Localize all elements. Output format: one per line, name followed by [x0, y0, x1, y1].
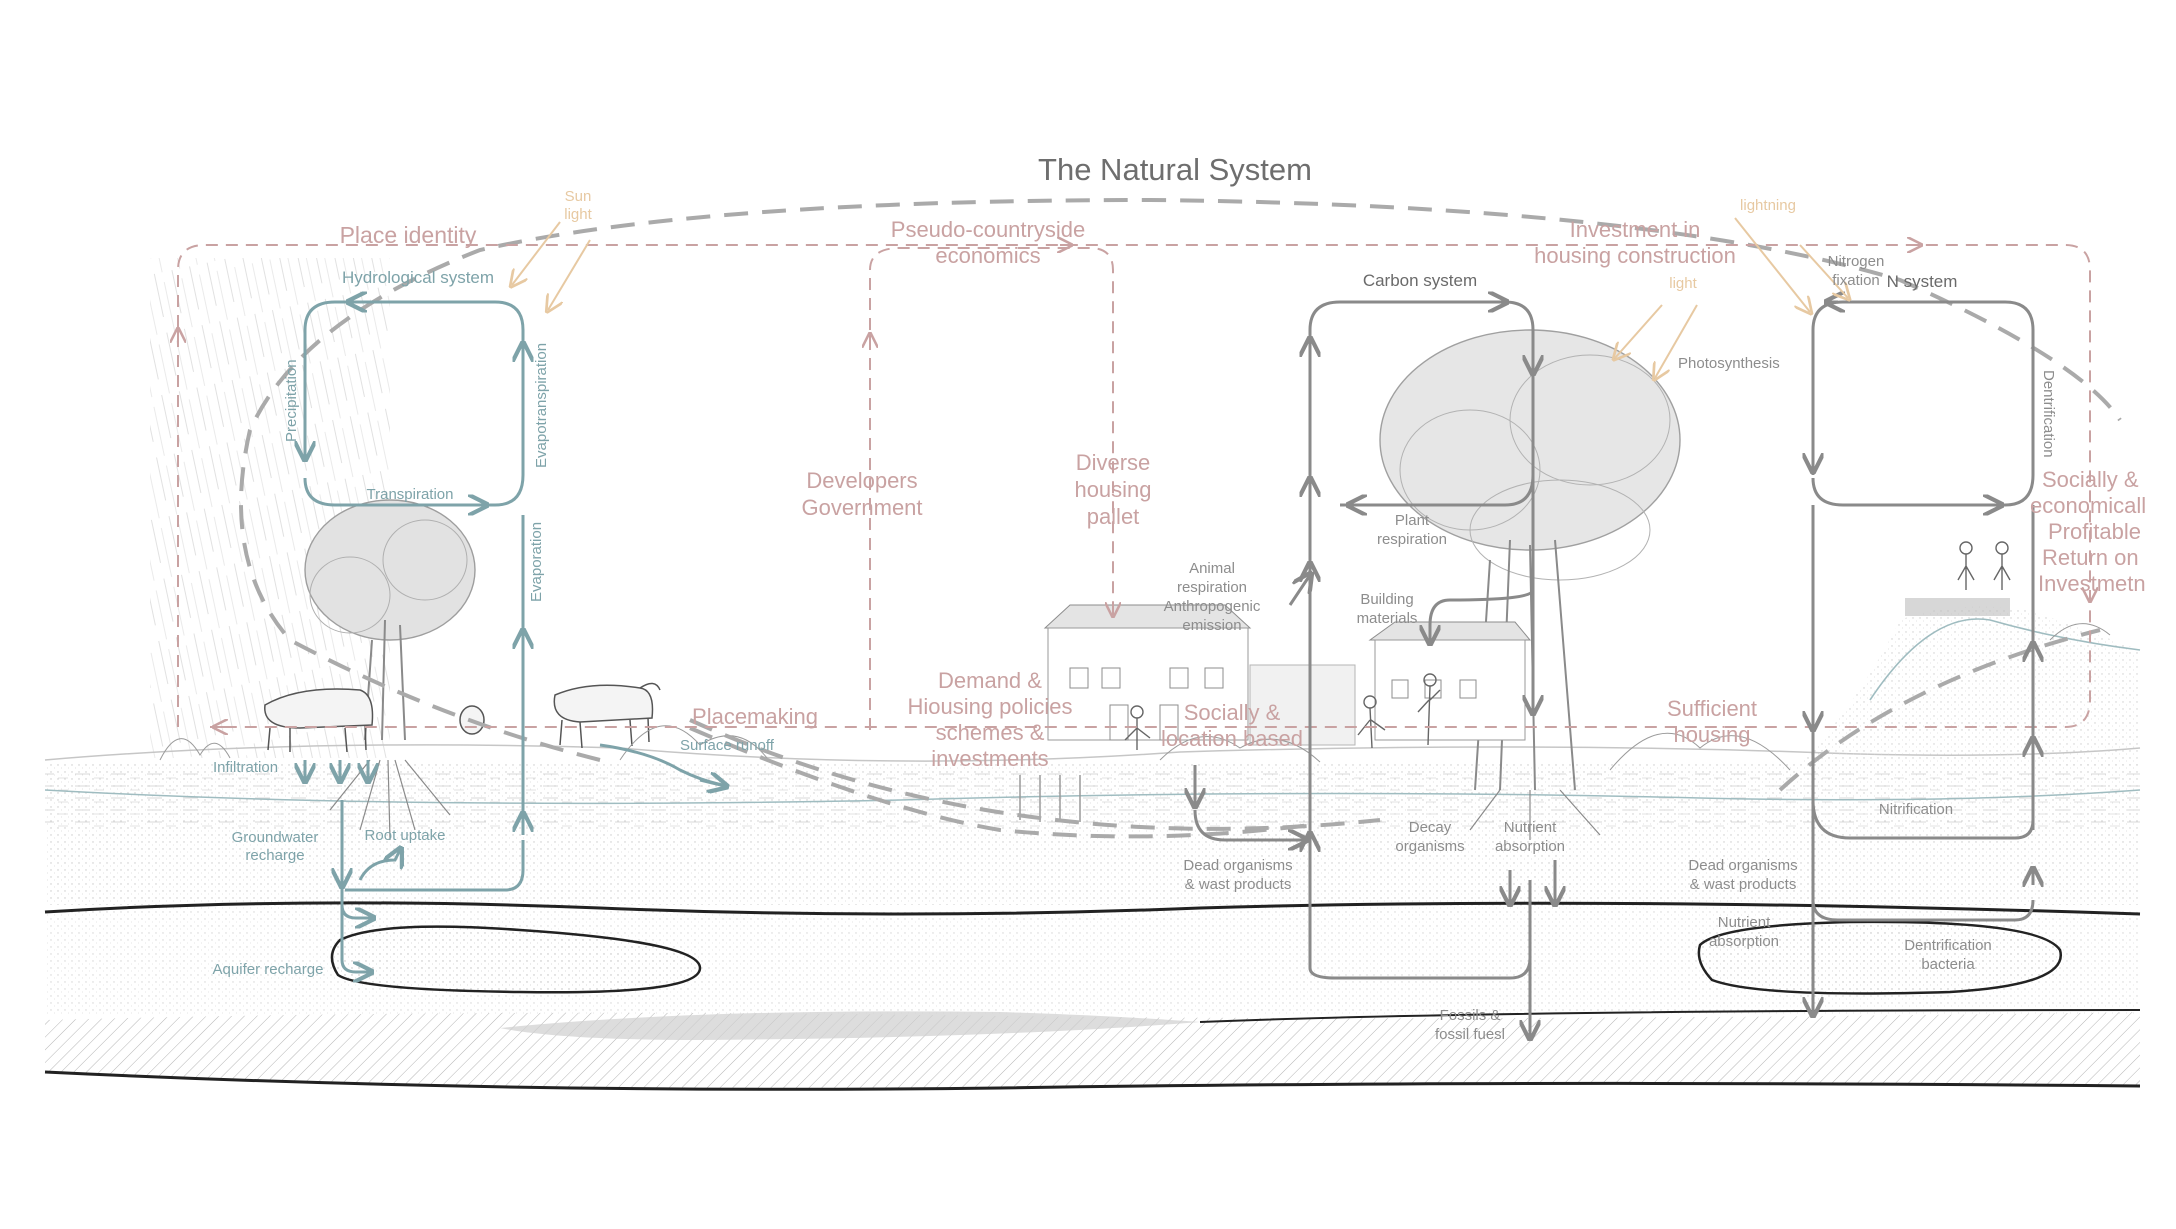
label-anthropogenic: Anthropogenic: [1164, 598, 1261, 615]
label-fossil-fuels: fossil fuesl: [1435, 1026, 1505, 1043]
label-return-4: Return on: [2042, 545, 2139, 570]
economics-loop: [869, 247, 1114, 730]
label-return-2: economicall: [2030, 493, 2146, 518]
label-aquifer-recharge: Aquifer recharge: [213, 961, 324, 978]
fossil-lens: [500, 1011, 1200, 1040]
label-emission: emission: [1182, 617, 1241, 634]
label-return-5: Investmetn: [2038, 571, 2146, 596]
label-surface-runoff: Surface runoff: [680, 737, 775, 754]
n-cycle-loop: [1811, 300, 2035, 507]
label-n-wast-products: & wast products: [1690, 876, 1797, 893]
embankment: [1800, 606, 2140, 765]
label-evapotranspiration: Evapotranspiration: [533, 343, 550, 468]
natural-system-boundary: [239, 197, 2122, 831]
label-return-1: Socially &: [2042, 467, 2139, 492]
socio-economic-loops: [177, 244, 2091, 730]
label-precipitation: Precipitation: [283, 359, 300, 442]
label-fixation: fixation: [1832, 272, 1880, 289]
label-n-dead-organisms: Dead organisms: [1688, 857, 1797, 874]
fence-icon: [1019, 775, 1081, 822]
label-root-uptake: Root uptake: [365, 827, 446, 844]
label-bacteria-1: Dentrification: [1904, 937, 1992, 954]
label-location-based: location based: [1161, 726, 1303, 751]
label-wast-products: & wast products: [1185, 876, 1292, 893]
label-schemes: schemes &: [936, 720, 1045, 745]
label-pseudo-countryside: Pseudo-countryside: [891, 217, 1085, 242]
label-nutrient-absorption: absorption: [1495, 838, 1565, 855]
label-diverse: Diverse: [1076, 450, 1151, 475]
label-housing-construction: housing construction: [1534, 243, 1736, 268]
label-plant: Plant: [1395, 512, 1430, 529]
label-decay: Decay: [1409, 819, 1452, 836]
houses-icon: [1043, 604, 1532, 746]
label-n-nutrient-absorption: absorption: [1709, 933, 1779, 950]
label-n-nutrient: Nutrient: [1718, 914, 1771, 931]
label-economics: economics: [935, 243, 1040, 268]
hydro-cycle-loop: [303, 300, 525, 507]
tree-left-icon: [304, 499, 476, 841]
label-hydrological-system: Hydrological system: [342, 268, 494, 287]
aquifer-lens: [330, 925, 702, 994]
label-bacteria-2: bacteria: [1921, 956, 1975, 973]
label-recharge: recharge: [245, 847, 304, 864]
label-housing: housing: [1074, 477, 1151, 502]
label-demand: Demand &: [938, 668, 1042, 693]
sun-arrows: [512, 217, 1848, 378]
labels: The Natural System Place identity Pseudo…: [213, 152, 2147, 1043]
label-housing-policies: Hiousing policies: [907, 694, 1072, 719]
label-groundwater: Groundwater: [232, 829, 319, 846]
label-sun-light: light: [564, 206, 592, 223]
label-pallet: pallet: [1087, 504, 1140, 529]
label-developers: Developers: [806, 468, 917, 493]
shrubs-icon: [159, 623, 2111, 771]
label-photosynthesis: Photosynthesis: [1678, 355, 1780, 372]
label-nitrification: Nitrification: [1879, 801, 1953, 818]
label-government: Government: [801, 495, 922, 520]
cows-icon: [264, 682, 661, 753]
label-nutrient: Nutrient: [1504, 819, 1557, 836]
label-sun: Sun: [565, 188, 592, 205]
label-plant-respiration: respiration: [1377, 531, 1447, 548]
label-fossils: Fossils &: [1440, 1007, 1501, 1024]
label-investment: Investment in: [1570, 217, 1701, 242]
people-icon: [1124, 541, 2011, 750]
illustrations: [159, 329, 2111, 841]
label-dentrification: Dentrification: [2040, 370, 2057, 458]
label-animal-respiration: respiration: [1177, 579, 1247, 596]
carbon-system: [1195, 302, 1555, 1037]
label-building-materials: materials: [1357, 610, 1418, 627]
label-place-identity: Place identity: [340, 222, 477, 248]
label-building: Building: [1360, 591, 1413, 608]
label-infiltration: Infiltration: [213, 759, 278, 776]
aquifer-arrow: [340, 800, 370, 972]
label-investments: investments: [931, 746, 1048, 771]
carbon-cycle-loop: [1308, 300, 1535, 968]
page-title: The Natural System: [1038, 152, 1312, 187]
label-placemaking: Placemaking: [692, 704, 818, 729]
label-sufficient-housing: housing: [1673, 722, 1750, 747]
label-return-3: Profitable: [2048, 519, 2141, 544]
label-transpiration: Transpiration: [367, 486, 454, 503]
label-socially: Socially &: [1184, 700, 1281, 725]
label-evaporation: Evaporation: [528, 522, 545, 602]
label-animal: Animal: [1189, 560, 1235, 577]
label-lightning: lightning: [1740, 197, 1796, 214]
label-nitrogen: Nitrogen: [1828, 253, 1885, 270]
hydrological-system: [305, 302, 725, 972]
label-decay-organisms: organisms: [1395, 838, 1464, 855]
label-carbon-system: Carbon system: [1363, 271, 1477, 290]
label-light: light: [1669, 275, 1697, 292]
label-sufficient: Sufficient: [1667, 696, 1757, 721]
bacteria-lens: [1697, 920, 2063, 995]
label-dead-organisms: Dead organisms: [1183, 857, 1292, 874]
label-n-system: N system: [1887, 272, 1958, 291]
ground-strata: [44, 258, 2141, 1091]
